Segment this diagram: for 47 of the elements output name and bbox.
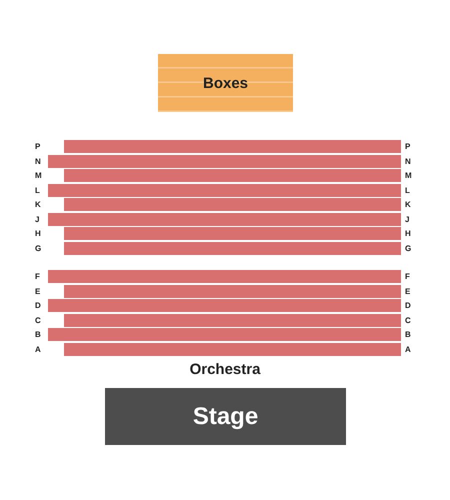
- seat-row: [48, 212, 401, 226]
- row-label: L: [35, 184, 40, 196]
- row-label: G: [35, 242, 42, 254]
- row-label: B: [405, 329, 411, 341]
- seat-row: [48, 270, 401, 283]
- row-label: C: [35, 314, 41, 326]
- row-label: F: [35, 271, 40, 283]
- row-label: B: [35, 329, 41, 341]
- row-label: P: [35, 141, 40, 153]
- seat-row: [48, 299, 401, 312]
- row-label: A: [405, 344, 411, 356]
- stage-block: [105, 388, 346, 445]
- row-label: C: [405, 314, 411, 326]
- seat-row: [48, 328, 401, 341]
- seat-row: [64, 284, 401, 298]
- row-label: L: [405, 184, 410, 196]
- seat-row: [64, 140, 401, 153]
- row-label: J: [35, 214, 40, 226]
- row-label: K: [35, 199, 41, 211]
- row-label: H: [35, 228, 41, 240]
- row-label: E: [405, 286, 410, 298]
- seat-row: [64, 198, 401, 211]
- section-label: Boxes: [202, 74, 248, 92]
- row-label: J: [405, 214, 410, 226]
- section-label: Orchestra: [188, 361, 262, 378]
- row-label: M: [405, 170, 412, 182]
- seat-row: [64, 227, 401, 240]
- row-label: D: [405, 300, 411, 312]
- row-label: K: [405, 199, 411, 211]
- seat-row: [64, 242, 401, 254]
- row-label: P: [405, 141, 410, 153]
- row-label: M: [35, 170, 42, 182]
- boxes-section: [158, 54, 293, 112]
- row-label: G: [405, 242, 412, 254]
- seat-row: [64, 342, 401, 356]
- row-label: N: [35, 156, 41, 168]
- row-label: N: [405, 156, 411, 168]
- row-label: D: [35, 300, 41, 312]
- seat-row: [64, 169, 401, 182]
- seat-row: [48, 184, 401, 196]
- seat-row: [48, 154, 401, 168]
- row-label: H: [405, 228, 411, 240]
- seat-row: [64, 314, 401, 326]
- row-label: E: [35, 286, 40, 298]
- row-label: F: [405, 271, 410, 283]
- row-label: A: [35, 344, 41, 356]
- stage-label: Stage: [192, 402, 258, 430]
